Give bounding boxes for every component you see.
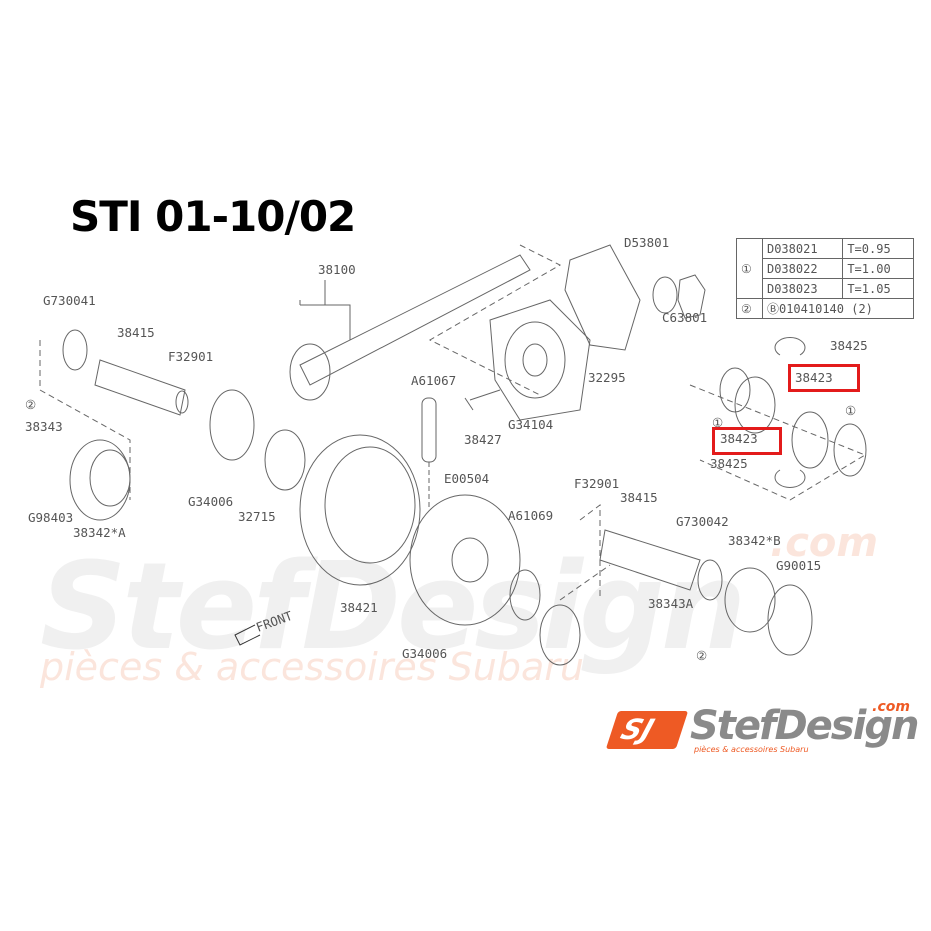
logo-tagline: pièces & accessoires Subaru [694, 745, 809, 754]
table-part: D038022 [761, 258, 844, 279]
label-circle-1-left: ① [712, 415, 723, 430]
label-F32901: F32901 [168, 349, 213, 364]
label-circle-2-right: ② [696, 648, 707, 663]
table-spec: T=1.00 [842, 258, 914, 279]
label-38343A: 38343A [648, 596, 694, 611]
table-spec: T=1.05 [842, 278, 914, 299]
table-ref: ② [736, 298, 763, 319]
label-38423-left: 38423 [720, 431, 758, 446]
label-G34006-bottom: G34006 [402, 646, 447, 661]
label-G730041: G730041 [43, 293, 96, 308]
watermark-tagline: pièces & accessoires Subaru [40, 645, 584, 689]
label-38342-B: 38342*B [728, 533, 781, 548]
label-G90015: G90015 [776, 558, 821, 573]
table-part: D038023 [761, 278, 844, 299]
label-F32901-right: F32901 [574, 476, 619, 491]
label-38421: 38421 [340, 600, 378, 615]
table-row: D038023 T=1.05 [737, 278, 914, 299]
label-38427: 38427 [464, 432, 502, 447]
label-38415-right: 38415 [620, 490, 658, 505]
table-spec: T=0.95 [842, 238, 914, 259]
label-G98403: G98403 [28, 510, 73, 525]
table-row: ① D038021 T=0.95 [736, 238, 914, 299]
label-G34104: G34104 [508, 417, 553, 432]
table-part: D038021 [761, 238, 844, 259]
logo-domain: .com [872, 699, 910, 715]
label-38100: 38100 [318, 262, 356, 277]
label-G34006-left: G34006 [188, 494, 233, 509]
label-G730042: G730042 [676, 514, 729, 529]
highlight-38423-left [712, 427, 782, 455]
label-circle-1-right: ① [845, 403, 856, 418]
label-A61069: A61069 [508, 508, 553, 523]
parts-table: ① D038021 T=0.95 D038022 T=1.00 D038023 … [736, 238, 915, 319]
table-ref: ① [736, 238, 763, 299]
label-38425-bottom: 38425 [710, 456, 748, 471]
label-38425-top: 38425 [830, 338, 868, 353]
page-title: STI 01-10/02 [70, 192, 356, 241]
label-38343: 38343 [25, 419, 63, 434]
watermark-domain: .com [770, 520, 879, 566]
logo-mark: SJ [605, 711, 689, 749]
highlight-38423-right [788, 364, 860, 392]
label-circle-2: ② [25, 397, 36, 412]
stefdesign-logo: SJ StefDesign .com pièces & accessoires … [605, 699, 922, 755]
label-front: FRONT [254, 608, 295, 635]
label-38423-right: 38423 [795, 370, 833, 385]
table-row: D038022 T=1.00 [737, 258, 914, 279]
table-part: Ⓑ010410140 (2) [761, 298, 915, 319]
label-38415: 38415 [117, 325, 155, 340]
watermark-brand: StefDesign [40, 538, 746, 677]
label-38342-A: 38342*A [73, 525, 126, 540]
label-32295: 32295 [588, 370, 626, 385]
table-row: ② Ⓑ010410140 (2) [736, 298, 915, 319]
label-32715: 32715 [238, 509, 276, 524]
label-A61067: A61067 [411, 373, 456, 388]
logo-name: StefDesign [690, 703, 919, 749]
label-C63801: C63801 [662, 310, 707, 325]
label-E00504: E00504 [444, 471, 489, 486]
label-D53801: D53801 [624, 235, 669, 250]
